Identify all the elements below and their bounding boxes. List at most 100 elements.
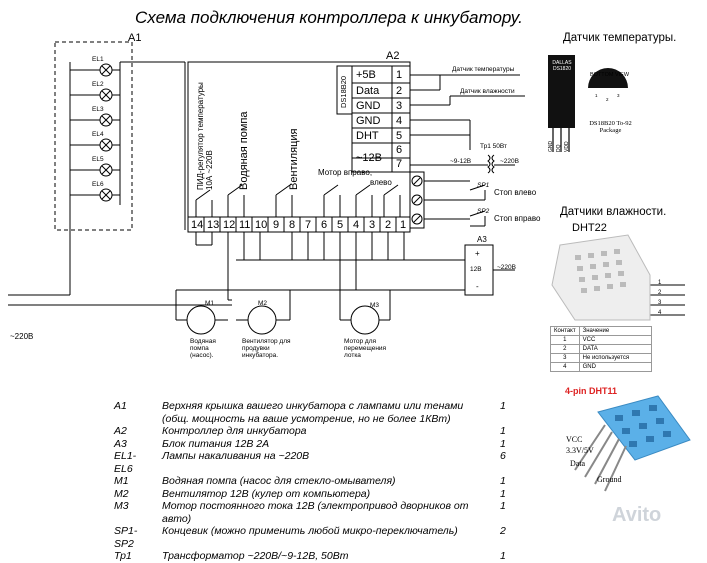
- pin-name: ~12В: [356, 152, 382, 164]
- legend-desc: Лампы накаливания на ~220В: [162, 450, 310, 462]
- legend-desc: Концевик (можно применить любой микро-пе…: [162, 525, 458, 537]
- legend-code: EL1-EL6: [114, 450, 137, 475]
- pin-num-label: 2: [606, 97, 609, 102]
- legend-code: А1: [114, 400, 127, 412]
- legend-code: А3: [114, 437, 127, 450]
- pin-num: 3: [369, 219, 376, 231]
- dht11-label: 4-pin DHT11: [565, 386, 618, 396]
- package-label: DS18B20 To-92 Package: [589, 120, 632, 134]
- pid-label: ПИД-регулятор температуры 10А ~220В: [196, 82, 214, 190]
- motor-m1: [175, 290, 228, 335]
- pin-num: 6: [321, 219, 328, 231]
- dht-pin-num: 3: [658, 300, 662, 306]
- a3-220v: ~220В: [497, 264, 516, 271]
- dht11-data: Data: [570, 459, 586, 468]
- legend-qty: 1: [500, 437, 506, 450]
- pin-num: 14: [191, 219, 204, 231]
- humid-sensor-title: Датчики влажности.: [560, 206, 667, 218]
- lamps: [70, 63, 120, 202]
- a3-plus: +: [475, 249, 480, 258]
- table-header: Значение: [578, 326, 652, 336]
- pin-num: 8: [289, 219, 296, 231]
- pin-dq: DQ: [556, 144, 562, 153]
- table-cell: 1: [550, 335, 580, 345]
- table-cell: Не используется: [578, 353, 652, 363]
- pin-num: 12: [223, 219, 236, 231]
- legend-qty: 6: [500, 450, 506, 462]
- legend-row: (общ. мощность на ваше усмотрение, но не…: [110, 413, 510, 426]
- table-cell: VCC: [578, 335, 652, 345]
- legend-qty: 1: [500, 500, 506, 512]
- humid-signal-label: Датчик влажности: [460, 88, 515, 95]
- pin-num-label: 3: [617, 93, 620, 98]
- pin-num: 10: [255, 219, 268, 231]
- table-cell: 4: [550, 362, 580, 372]
- pin-num: 9: [273, 219, 280, 231]
- legend-row: А1 Верхняя крышка вашего инкубатора с лам…: [110, 400, 510, 413]
- pin-name: GND: [356, 100, 381, 112]
- dht11-ground: Ground: [597, 475, 622, 484]
- legend-desc: (общ. мощность на ваше усмотрение, но не…: [162, 412, 451, 425]
- pin-name: +5В: [356, 69, 376, 81]
- chip-marking: DALLAS DS1820: [552, 60, 572, 72]
- legend-desc: Верхняя крышка вашего инкубатора с лампа…: [162, 400, 464, 412]
- pin-name: Data: [356, 85, 380, 97]
- legend-code: SP1-SP2: [114, 525, 138, 550]
- motor-right-label: Мотор вправо,: [318, 168, 373, 177]
- legend-row: М1 Водяная помпа (насос для стекло-омыват…: [110, 475, 510, 488]
- legend-table: А1 Верхняя крышка вашего инкубатора с лам…: [110, 400, 510, 563]
- legend-qty: 1: [500, 425, 506, 437]
- lamp-label: EL6: [92, 181, 104, 188]
- mains-label: ~220В: [10, 332, 34, 341]
- pin-num: 11: [239, 219, 251, 231]
- legend-desc: Водяная помпа (насос для стекло-омывател…: [162, 475, 396, 487]
- dht-pin-num: 1: [658, 280, 662, 286]
- stop-left-label: Стоп влево: [494, 188, 537, 197]
- vent-label: Вентиляция: [288, 128, 300, 191]
- dht11-vrange: 3.3V/5V: [566, 446, 594, 455]
- pin-num: 6: [396, 144, 403, 156]
- pin-num: 1: [400, 219, 407, 231]
- dht11-vcc: VCC: [566, 435, 583, 444]
- temp-signal-label: Датчик температуры: [452, 66, 515, 73]
- legend-row: SP1-SP2 Концевик (можно применить любой м…: [110, 525, 510, 550]
- a1-box: [54, 41, 133, 231]
- tr-low-label: ~9-12В: [450, 158, 472, 165]
- tr-high-label: ~220В: [500, 158, 519, 165]
- a2-label: А2: [386, 50, 400, 62]
- pin-num: 4: [396, 115, 403, 127]
- a3-minus: -: [476, 282, 479, 291]
- stop-right-label: Стоп вправо: [494, 214, 541, 223]
- legend-qty: 1: [500, 475, 506, 487]
- legend-row: EL1-EL6 Лампы накаливания на ~220В 6: [110, 450, 510, 475]
- pin-num: 2: [396, 85, 403, 97]
- sp2-label: SP2: [477, 208, 490, 215]
- lamp-label: EL4: [92, 131, 104, 138]
- lamp-label: EL2: [92, 81, 104, 88]
- legend-code: М3: [114, 500, 129, 512]
- pin-num: 5: [396, 130, 403, 142]
- motor-caption: Мотор для перемещения лотка: [344, 338, 387, 359]
- legend-code: Тр1: [114, 550, 132, 562]
- legend-code: М1: [114, 475, 129, 487]
- legend-qty: [496, 413, 510, 426]
- motor-left-label: влево: [370, 178, 392, 187]
- pin-num-label: 1: [595, 93, 598, 98]
- table-cell: GND: [578, 362, 652, 372]
- temp-sensor-title: Датчик температуры.: [563, 32, 677, 44]
- motor-id: M3: [370, 302, 380, 309]
- pin-name: GND: [356, 115, 381, 127]
- a1-label: А1: [128, 32, 142, 44]
- motor-id: M2: [258, 300, 268, 307]
- motor-caption: Вентилятор для продувки инкубатора.: [242, 338, 291, 359]
- pin-num: 4: [353, 219, 360, 231]
- legend-code: [110, 413, 158, 426]
- transformer-tr1: [470, 154, 515, 174]
- lamp-label: EL1: [92, 56, 104, 63]
- motor-id: M1: [205, 300, 215, 307]
- pin-name: DHT: [356, 130, 379, 142]
- legend-desc: Мотор постоянного тока 12В (электроприво…: [162, 500, 469, 525]
